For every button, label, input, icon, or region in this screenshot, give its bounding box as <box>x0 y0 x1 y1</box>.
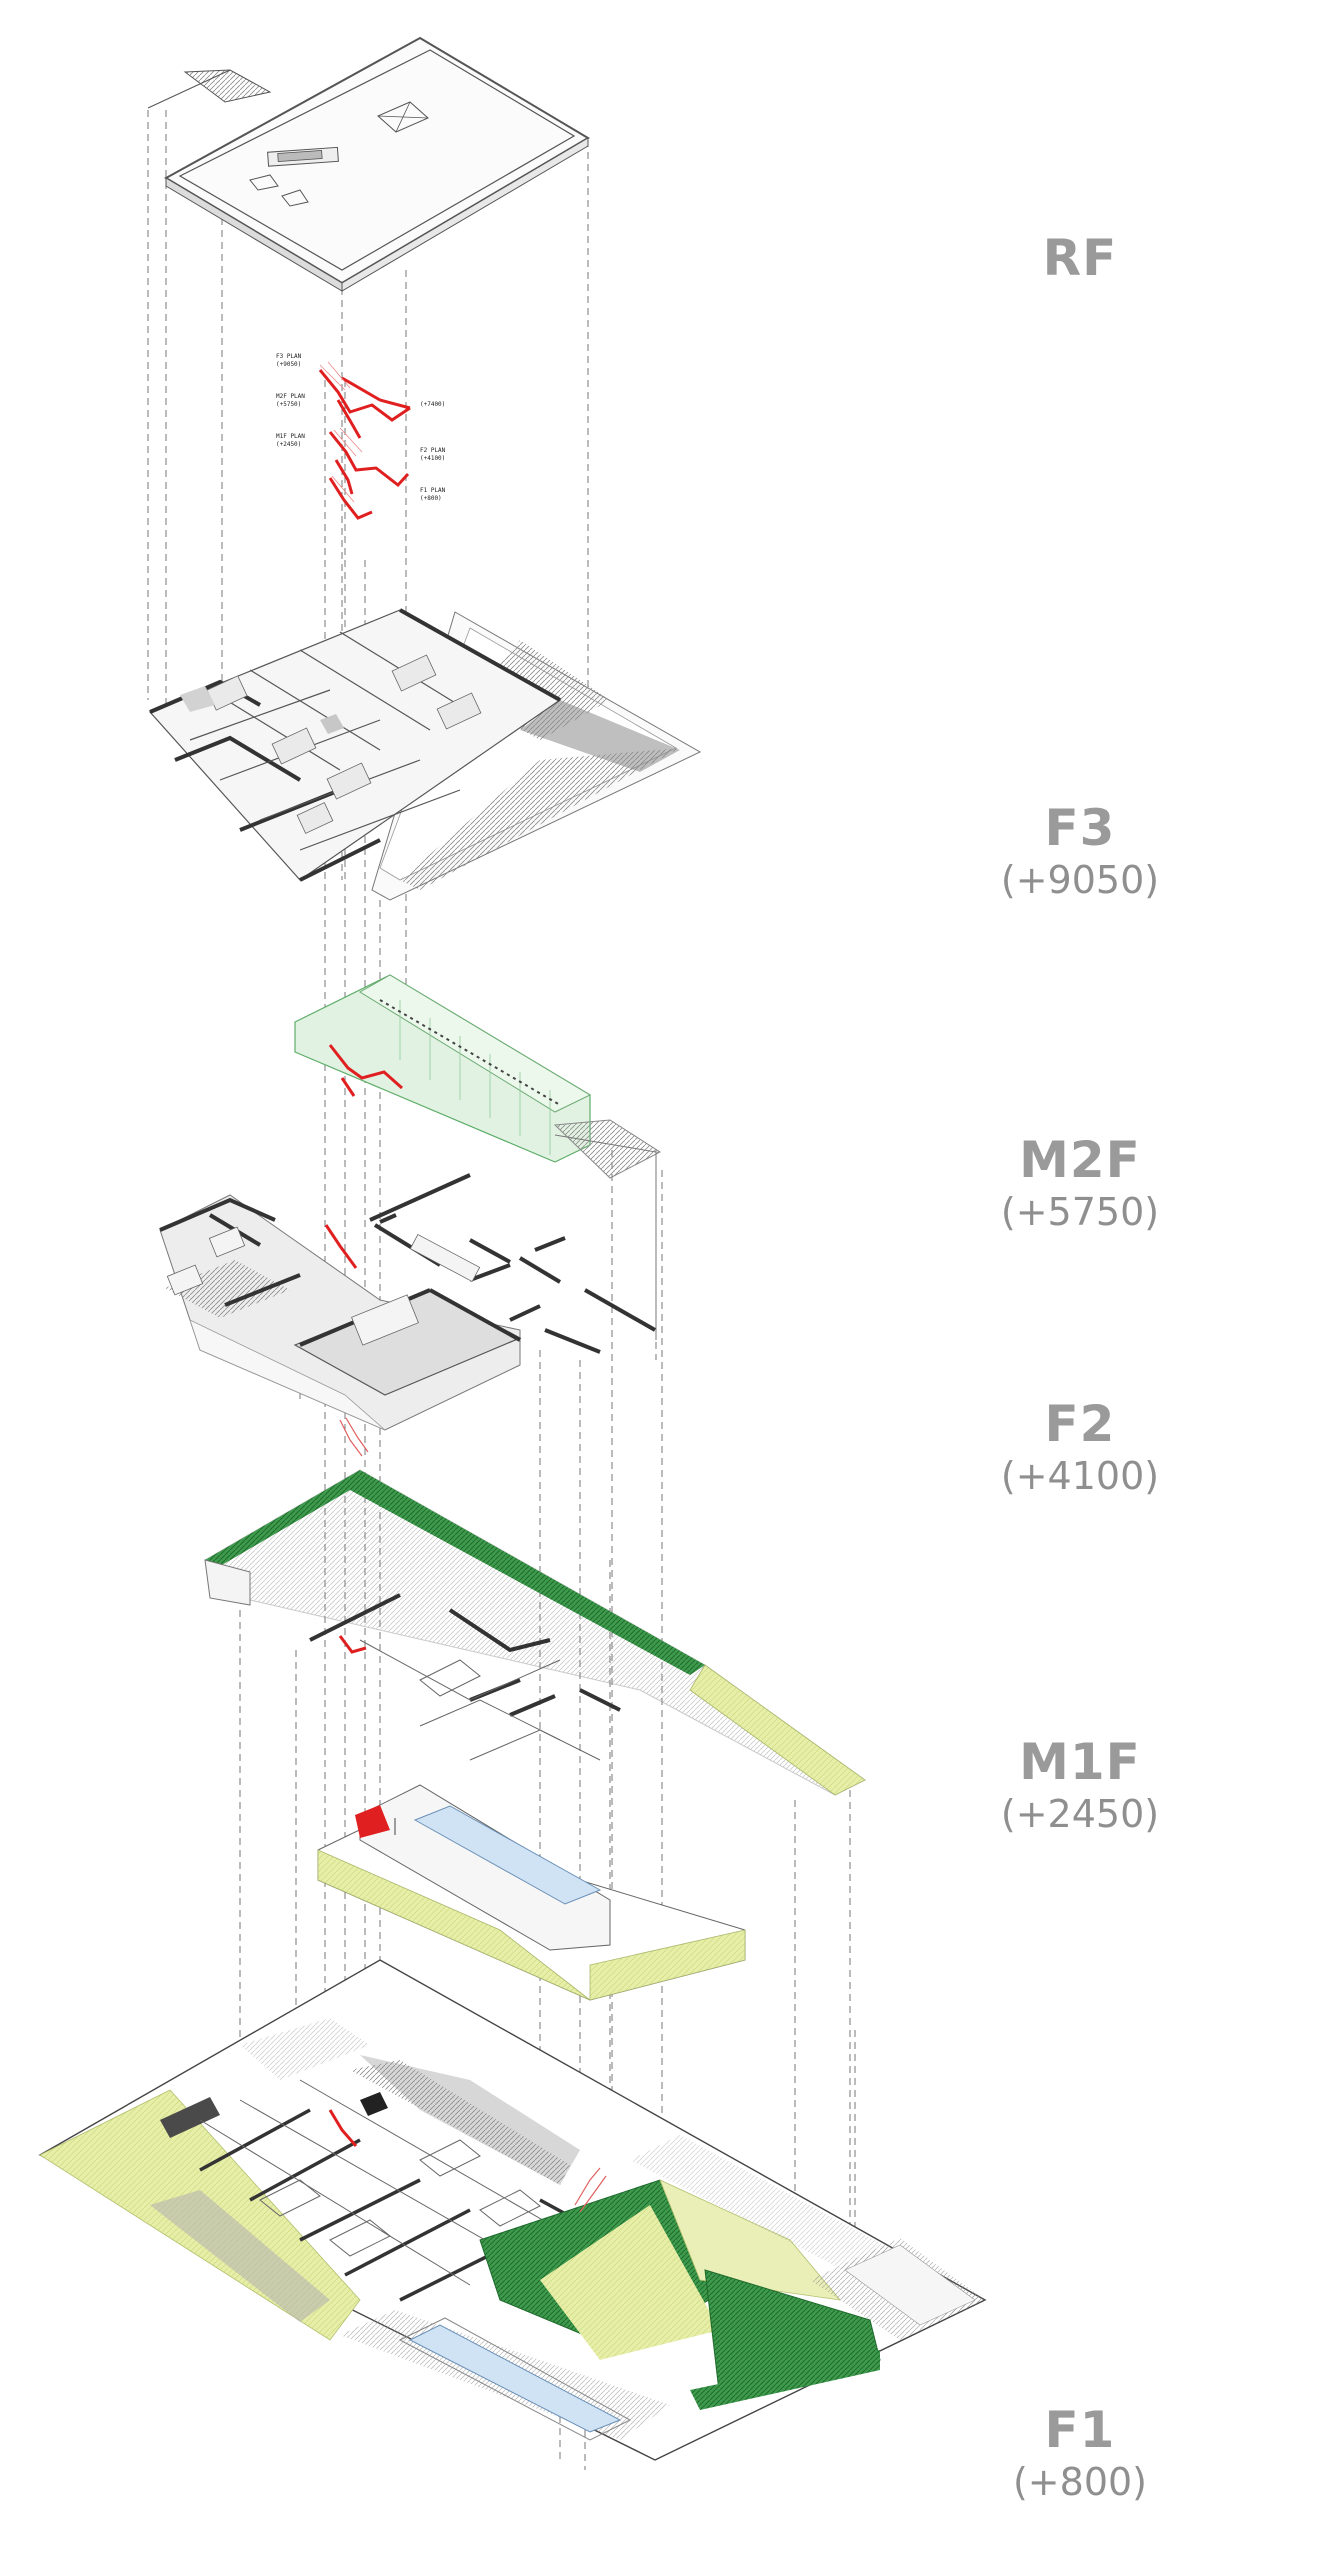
level-elevation-f2: (+4100) <box>1000 1454 1160 1498</box>
note-m1f-plan: M1F PLAN <box>276 433 305 440</box>
note-f1-plan: F1 PLAN <box>420 487 446 494</box>
note-f2-plan: F2 PLAN <box>420 447 446 454</box>
note-top-elev: (+7400) <box>420 401 445 408</box>
note-m2f-plan: M2F PLAN <box>276 393 305 400</box>
level-label-rf: RF <box>960 228 1200 288</box>
note-m2f-elev: (+5750) <box>276 401 301 408</box>
level-elevation-m1f: (+2450) <box>1000 1792 1160 1836</box>
level-name-m2f: M2F <box>1019 1131 1141 1189</box>
level-elevation-f1: (+800) <box>1012 2460 1148 2504</box>
m2f-plan <box>294 974 661 1340</box>
level-label-f3: F3 (+9050) <box>960 798 1200 902</box>
level-elevation-f3: (+9050) <box>1000 858 1160 902</box>
stair-exploded-detail: F3 PLAN (+9050) M2F PLAN (+5750) M1F PLA… <box>276 353 446 520</box>
level-label-f2: F2 (+4100) <box>960 1394 1200 1498</box>
f2-plan <box>159 1173 656 1457</box>
note-f1-elev: (+800) <box>420 495 442 502</box>
level-label-m1f: M1F (+2450) <box>960 1732 1200 1836</box>
level-label-f1: F1 (+800) <box>960 2400 1200 2504</box>
level-name-f3: F3 <box>1044 799 1116 857</box>
note-m1f-elev: (+2450) <box>276 441 301 448</box>
level-label-m2f: M2F (+5750) <box>960 1130 1200 1234</box>
f3-plan <box>148 608 702 901</box>
note-f3-plan: F3 PLAN <box>276 353 302 360</box>
level-name-f1: F1 <box>1044 2401 1116 2459</box>
level-name-m1f: M1F <box>1019 1733 1141 1791</box>
roof-level <box>147 36 590 292</box>
note-f3-elev: (+9050) <box>276 361 301 368</box>
level-name-rf: RF <box>1042 229 1118 287</box>
m1f-plan <box>204 1469 866 1796</box>
pool-deck <box>317 1784 746 2001</box>
f1-plan <box>38 1959 987 2461</box>
level-elevation-m2f: (+5750) <box>1000 1190 1160 1234</box>
level-name-f2: F2 <box>1044 1395 1116 1453</box>
note-f2-elev: (+4100) <box>420 455 445 462</box>
